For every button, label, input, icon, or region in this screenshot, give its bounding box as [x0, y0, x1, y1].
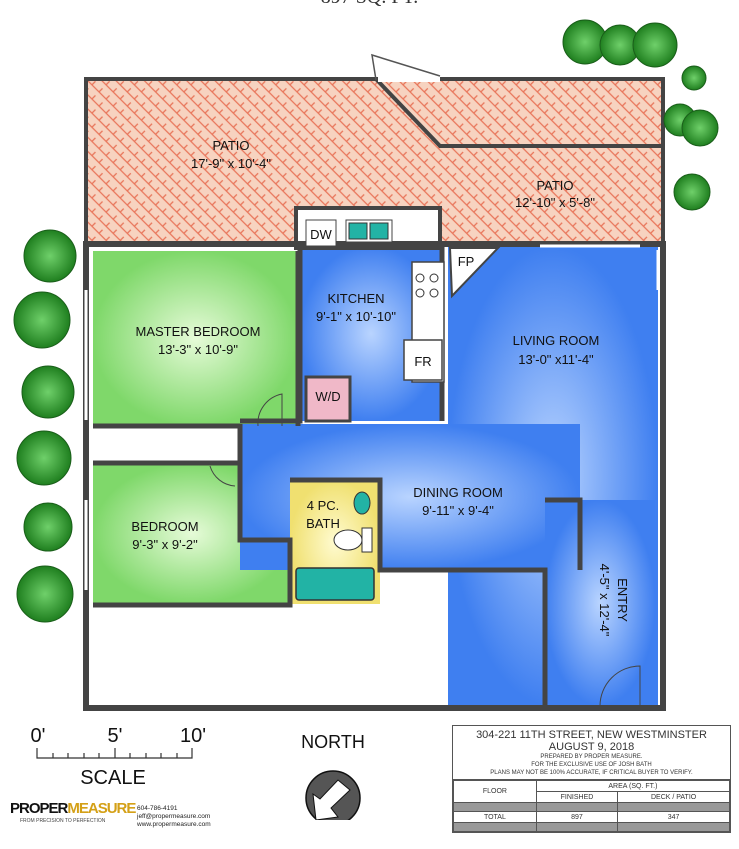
fireplace — [448, 247, 501, 299]
toilet — [333, 529, 363, 551]
address: 304-221 11TH STREET, NEW WESTMINSTER — [476, 729, 707, 741]
fridge — [403, 339, 443, 381]
contact-info: 604-786-4191 jeff@propermeasure.com www.… — [137, 805, 211, 829]
scale-tick-0: 0' — [31, 725, 46, 747]
washer-dryer — [304, 375, 352, 423]
date: AUGUST 9, 2018 — [548, 741, 635, 753]
patio-door — [371, 53, 441, 81]
col-finished: FINISHED — [535, 791, 619, 803]
scale-and-north: 0' 5' 10' SCALE NORTH — [31, 725, 365, 820]
north-arrow-icon — [305, 770, 361, 820]
contact-phone: 604-786-4191 — [137, 805, 178, 812]
floor-plan: PATIO 17'-9" x 10'-4" PATIO 12'-10" x 5'… — [13, 19, 719, 711]
scale-tick-5: 5' — [108, 725, 123, 747]
dining-name: DINING ROOM — [413, 485, 503, 500]
logo-brand-2: MEASURE — [67, 800, 136, 817]
master-bedroom — [93, 251, 298, 426]
unit-walls — [83, 206, 666, 711]
logo-tagline: FROM PRECISION TO PERFECTION — [20, 818, 106, 824]
bath-name: 4 PC. — [307, 498, 340, 513]
contact-web: www.propermeasure.com — [137, 821, 211, 828]
bedroom-dims: 9'-3" x 9'-2" — [132, 537, 198, 552]
scale-label: SCALE — [80, 767, 146, 789]
logo-brand-1: PROPER — [10, 800, 68, 817]
dining-dims: 9'-11" x 9'-4" — [422, 503, 494, 518]
col-deck: DECK / PATIO — [617, 791, 730, 803]
patio1-name: PATIO — [212, 138, 249, 153]
patio1-dims: 17'-9" x 10'-4" — [191, 156, 271, 171]
disclaimer: PLANS MAY NOT BE 100% ACCURATE, IF CRITI… — [490, 770, 693, 776]
bathtub — [295, 567, 375, 601]
fp-label: FP — [458, 254, 475, 269]
total-deck: 347 — [617, 811, 730, 823]
contact-email: jeff@propermeasure.com — [137, 813, 211, 820]
master-name: MASTER BEDROOM — [136, 324, 261, 339]
entry-name: ENTRY — [615, 578, 630, 622]
patio2-dims: 12'-10" x 5'-8" — [515, 195, 595, 210]
master-dims: 13'-3" x 10'-9" — [158, 342, 238, 357]
info-block: 304-221 11TH STREET, NEW WESTMINSTER AUG… — [452, 725, 731, 833]
living-name: LIVING ROOM — [513, 333, 600, 348]
fr-label: FR — [414, 354, 431, 369]
patio2-name: PATIO — [536, 178, 573, 193]
wd-label: W/D — [315, 389, 340, 404]
scale-tick-10: 10' — [180, 725, 206, 747]
bath-name2: BATH — [306, 516, 340, 531]
kitchen-dims: 9'-1" x 10'-10" — [316, 309, 396, 324]
kitchen-name: KITCHEN — [327, 291, 384, 306]
total-finished: 897 — [535, 811, 619, 823]
living-dims: 13'-0" x11'-4" — [518, 352, 594, 367]
proper-measure-logo: PROPERMEASURE FROM PRECISION TO PERFECTI… — [10, 800, 136, 824]
entry-dims: 4'-5" x 12'-4" — [597, 564, 612, 637]
col-floor: FLOOR — [453, 780, 537, 803]
bedroom-name: BEDROOM — [131, 519, 198, 534]
total-label: TOTAL — [453, 811, 537, 823]
entry — [545, 500, 655, 706]
trees — [13, 19, 719, 623]
col-area: AREA (SQ. FT.) — [535, 780, 731, 792]
sink — [353, 491, 371, 515]
exclusive-use: FOR THE EXCLUSIVE USE OF JOSH BATH — [531, 762, 652, 768]
area-title: 897 SQ. FT. — [0, 0, 739, 9]
scale-bar — [36, 748, 193, 759]
north-label: NORTH — [301, 732, 365, 752]
dw-label: DW — [310, 227, 332, 242]
prepared-by: PREPARED BY PROPER MEASURE. — [540, 754, 643, 760]
